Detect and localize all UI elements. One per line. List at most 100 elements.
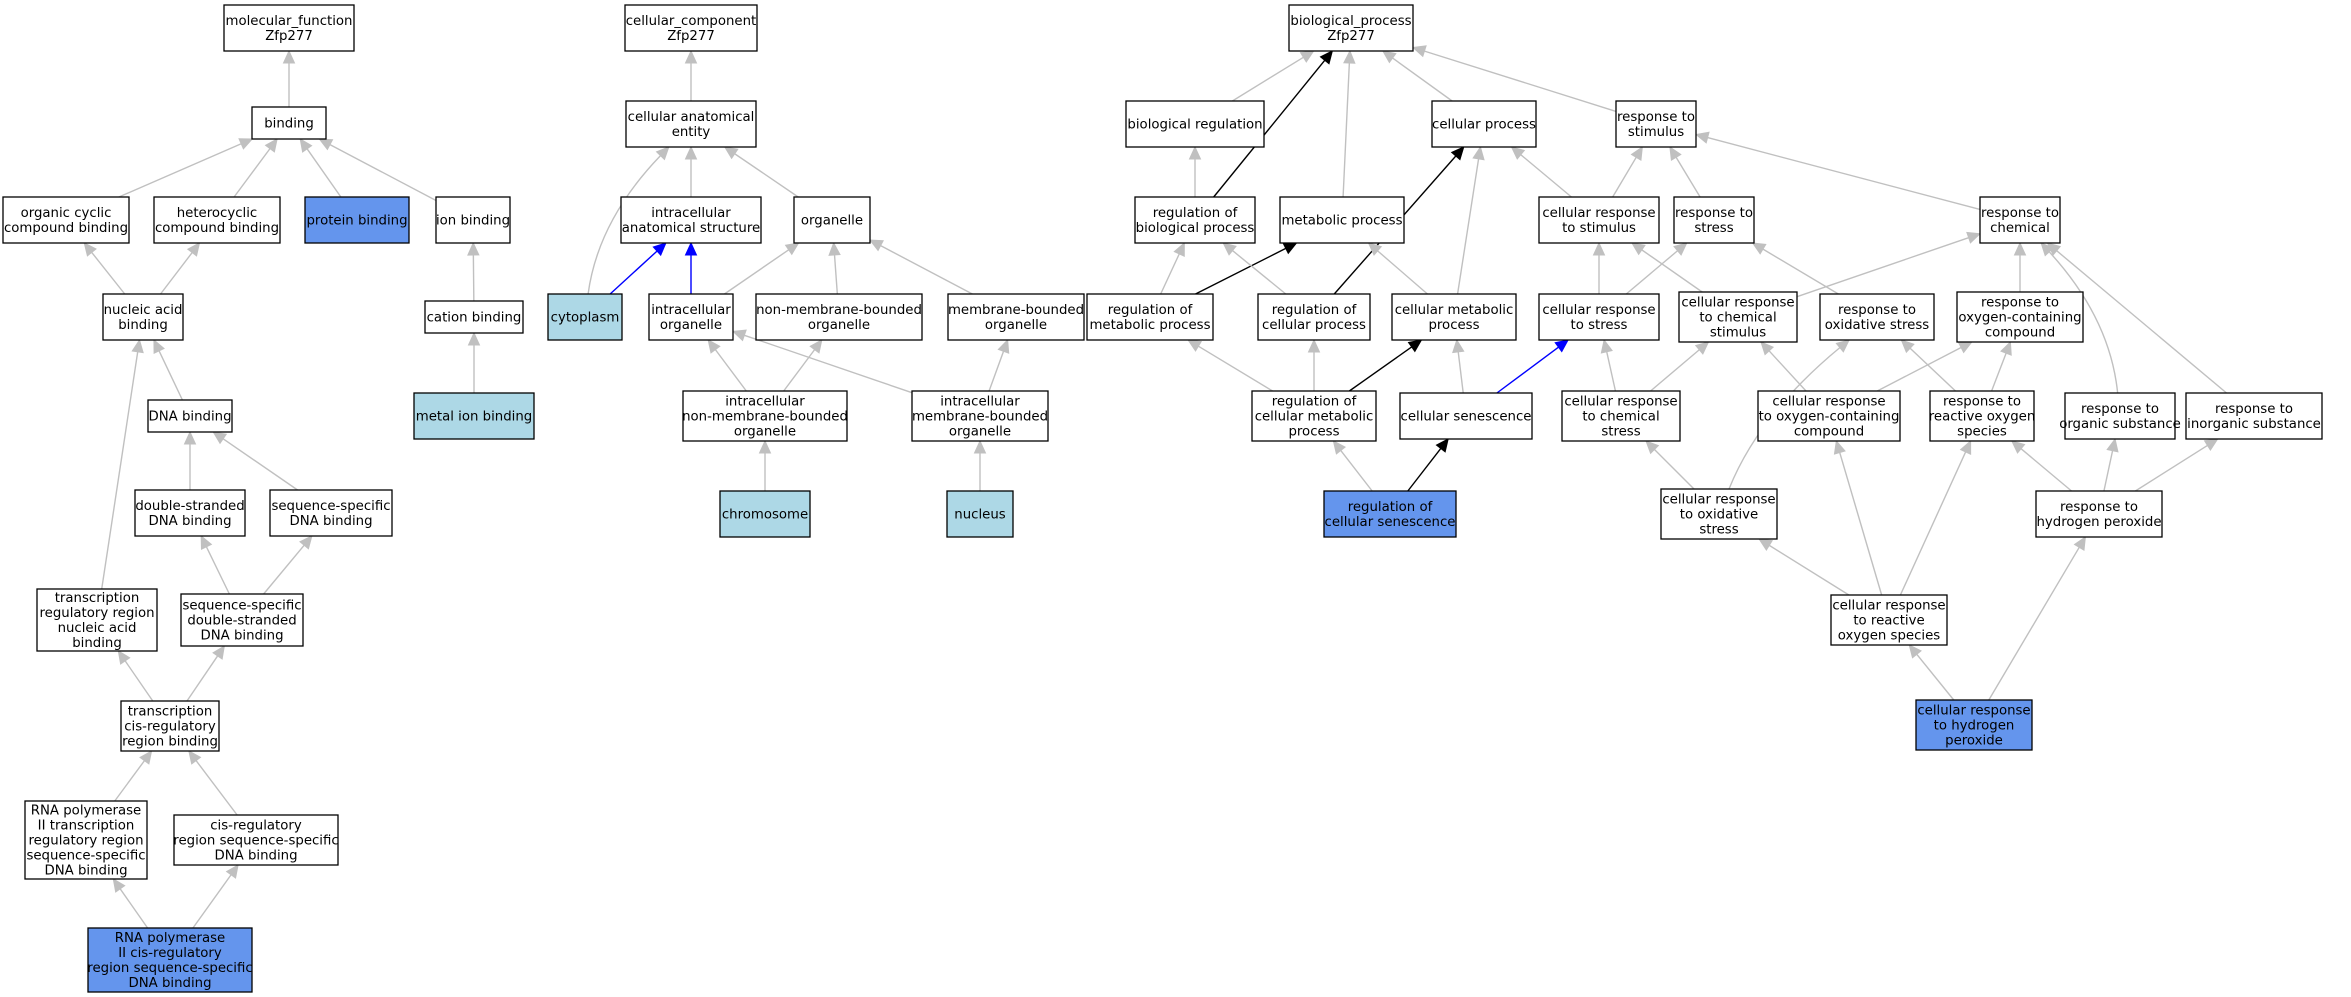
term-label-line: to stimulus	[1562, 221, 1636, 236]
edge-ss_ds_dna_binding-to-ss_dna_binding	[263, 535, 313, 595]
term-node-chromosome[interactable]: chromosome	[719, 490, 811, 538]
edge-bio_reg-to-bp_root	[1232, 50, 1315, 102]
edge-line	[1988, 546, 2080, 701]
edge-line	[158, 350, 184, 401]
term-box	[1125, 100, 1265, 148]
term-label-line: chemical	[1990, 221, 2050, 236]
term-label-line: stress	[1699, 523, 1738, 538]
term-node-protein-binding[interactable]: protein binding	[304, 196, 410, 244]
term-node-cytoplasm[interactable]: cytoplasm	[547, 293, 623, 341]
term-label-line: intracellular	[940, 395, 1020, 410]
edge-metabolic_process-to-bp_root	[1342, 49, 1356, 198]
term-node-metabolic-process[interactable]: metabolic process	[1279, 196, 1405, 244]
term-label-line: process	[1428, 318, 1479, 333]
term-node-organelle[interactable]: organelle	[793, 196, 871, 244]
term-label-line: cation binding	[427, 311, 522, 326]
term-box	[1391, 293, 1517, 341]
term-label-line: binding	[118, 318, 168, 333]
term-box	[1561, 390, 1681, 442]
term-label-line: DNA binding	[148, 514, 231, 529]
edge-arrowhead	[1319, 50, 1334, 65]
edge-ss_dna_binding-to-dna_binding	[212, 431, 298, 491]
term-box	[1757, 390, 1901, 442]
edge-line	[1916, 653, 1955, 701]
term-node-binding[interactable]: binding	[251, 106, 327, 140]
term-box	[180, 593, 304, 647]
edge-line	[119, 888, 149, 929]
edge-intracell_non_mem-to-non_mem_organelle	[783, 339, 823, 392]
edge-resp_h2o2-to-resp_inorganic	[2135, 438, 2219, 492]
term-node-metal-ion-binding[interactable]: metal ion binding	[413, 392, 535, 440]
term-label-line: response to	[1981, 296, 2059, 311]
term-box	[1660, 488, 1778, 540]
edge-reg_cell_met_process-to-reg_cell_process	[1307, 338, 1321, 391]
edge-arrowhead	[2013, 241, 2027, 256]
term-node-nucleus[interactable]: nucleus	[946, 490, 1014, 538]
edge-line	[159, 252, 193, 295]
edge-organic_cyclic-to-binding	[118, 138, 254, 198]
edge-line	[1625, 250, 1679, 295]
term-label-line: response to	[2060, 500, 2138, 515]
edge-cytoplasm-to-cell_anat_entity	[587, 146, 670, 295]
edge-line	[1839, 452, 1883, 596]
term-label-line: cellular senescence	[1401, 410, 1532, 425]
edge-arrowhead	[1758, 538, 1774, 551]
term-label-line: to oxidative	[1680, 508, 1758, 523]
term-label-line: Zfp277	[1327, 29, 1375, 44]
term-node-intracell-non-mem[interactable]: intracellularnon-membrane-boundedorganel…	[682, 390, 848, 442]
term-node-bio-reg[interactable]: biological regulation	[1125, 100, 1265, 148]
term-box	[1929, 390, 2035, 442]
term-node-cell-senescence[interactable]: cellular senescence	[1399, 392, 1533, 440]
term-box	[1538, 293, 1660, 341]
term-label-line: regulatory region	[39, 606, 154, 621]
term-node-ion-binding[interactable]: ion binding	[435, 196, 511, 244]
term-node-dna-binding[interactable]: DNA binding	[147, 399, 233, 433]
term-node-cell-process[interactable]: cellular process	[1431, 100, 1537, 148]
term-node-cation-binding[interactable]: cation binding	[424, 300, 524, 334]
term-label-line: response to	[1675, 206, 1753, 221]
